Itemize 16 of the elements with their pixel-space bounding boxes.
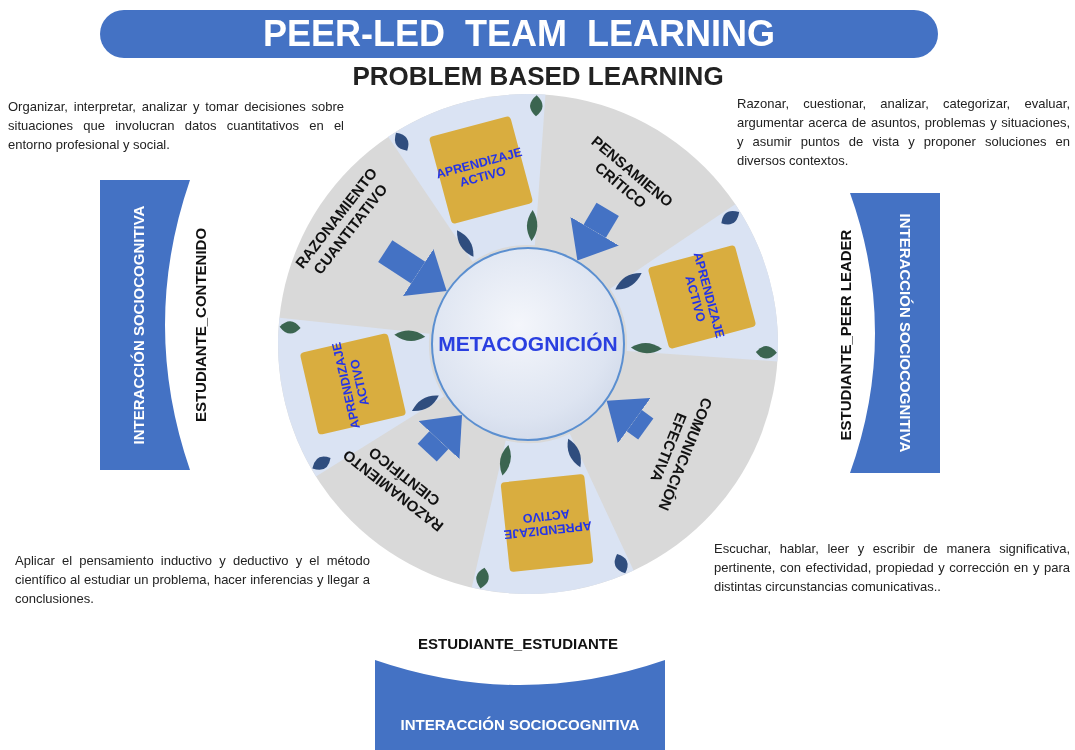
- arrow: [417, 415, 463, 462]
- relation-label: ESTUDIANTE_PEER LEADER: [836, 229, 854, 441]
- relation-label: ESTUDIANTE_ESTUDIANTE: [418, 634, 618, 652]
- subtitle: PROBLEM BASED LEARNING: [352, 66, 724, 86]
- relation-label: ESTUDIANTE_CONTENIDO: [191, 227, 209, 423]
- band-label: INTERACCIÓN SOCIOCOGNITIVA: [400, 715, 640, 733]
- description-text: Organizar, interpretar, analizar y tomar decisiones sobre situaciones que involucran datos cuantitativos en el entorno profesional y social.: [8, 98, 344, 154]
- description-text: Escuchar, hablar, leer y escribir de manera significativa, pertinente, con efectividad, propiedad y corrección en y para distintas circunstancias comunicativas..: [714, 540, 1070, 596]
- title-banner: PEER-LED TEAM LEARNING: [100, 10, 938, 58]
- description-text: Aplicar el pensamiento inductivo y deductivo y el método científico al estudiar un problema, hacer inferencias y llegar a conclusiones.: [15, 552, 370, 608]
- band-label: INTERACCIÓN SOCIOCOGNITIVA: [129, 205, 147, 445]
- band-label: INTERACCIÓN SOCIOCOGNITIVA: [896, 213, 914, 453]
- arrow: [570, 202, 619, 261]
- arrow: [606, 397, 654, 444]
- description-text: Razonar, cuestionar, analizar, categorizar, evaluar, argumentar acerca de asuntos, problemas y situaciones, y asumir puntos de vista y proponer soluciones en diversos contextos.: [737, 95, 1070, 170]
- arrow: [378, 240, 447, 297]
